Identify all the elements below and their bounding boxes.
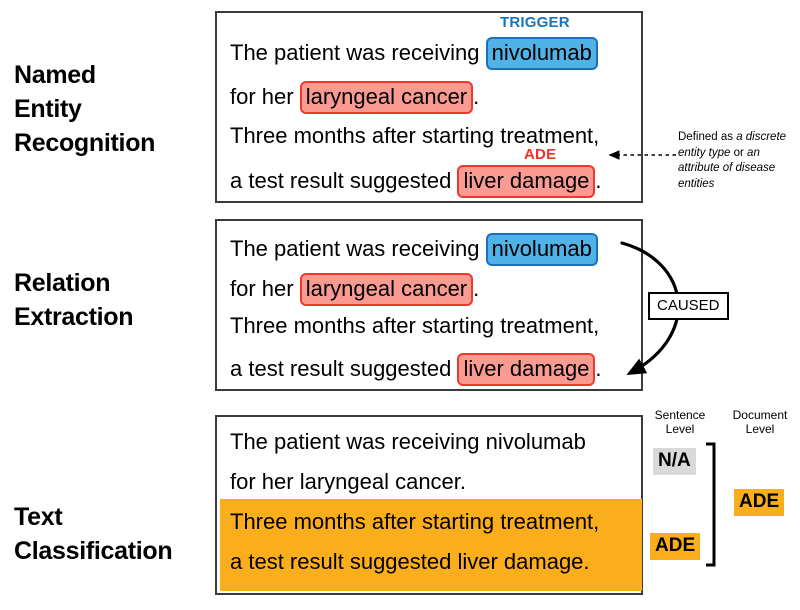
ner-sentence-line-4: a test result suggested liver damage. [230,165,602,198]
re-line2-period: . [473,276,480,301]
note-emphasis-entity-type: a discrete entity type [678,131,787,159]
ner-definition-note: Defined as a discrete entity type or an … [678,130,798,192]
re-sentence-line-2: for her laryngeal cancer. [230,273,479,306]
re-line2-text: for her [230,276,300,301]
note-emphasis-attribute: an attribute of disease entities [678,146,776,190]
relation-extraction-example-panel: The patient was receiving nivolumab for … [215,219,643,391]
ner-line2-period: . [473,84,480,109]
tc-sentence-line-2: for her laryngeal cancer. [230,469,467,494]
entity-chip-drug-nivolumab[interactable]: nivolumab [485,37,598,70]
ner-line2-text: for her [230,84,300,109]
annotation-tag-ade: ADE [524,146,557,163]
entity-chip-drug-nivolumab[interactable]: nivolumab [485,233,598,266]
task-label-text-classification: Text Classification [14,503,173,565]
ner-line4-text: a test result suggested [230,168,458,193]
ner-line1-text: The patient was receiving [230,40,486,65]
tc-sentence-line-1: The patient was receiving nivolumab [230,429,586,454]
column-header-document-level: Document Level [732,408,788,436]
re-line1-text: The patient was receiving [230,236,486,261]
ner-sentence-line-3: Three months after starting treatment, [230,123,600,148]
document-level-grouping-bracket [706,442,716,567]
tc-sentence-line-3: Three months after starting treatment, [230,509,600,534]
badge-sentence-level-na: N/A [653,448,696,475]
re-sentence-line-4: a test result suggested liver damage. [230,353,602,386]
entity-chip-ade-liver-damage[interactable]: liver damage [457,353,596,386]
tc-sentence-line-4: a test result suggested liver damage. [230,549,590,574]
re-line4-period: . [595,356,602,381]
entity-chip-disease-laryngeal-cancer[interactable]: laryngeal cancer [299,81,474,114]
entity-chip-disease-laryngeal-cancer[interactable]: laryngeal cancer [299,273,474,306]
note-mid: or [730,146,748,159]
re-sentence-line-3: Three months after starting treatment, [230,313,600,338]
ner-line4-period: . [595,168,602,193]
badge-sentence-level-ade: ADE [650,533,701,560]
ner-example-panel: The patient was receiving nivolumab for … [215,11,643,203]
note-intro: Defined as [678,131,737,143]
annotation-tag-trigger: TRIGGER [500,14,570,31]
text-classification-example-panel: The patient was receiving nivolumab for … [215,415,643,595]
column-header-sentence-level: Sentence Level [654,408,706,436]
relation-label-caused: CAUSED [648,292,729,320]
ner-sentence-line-2: for her laryngeal cancer. [230,81,479,114]
task-label-relation-extraction: Relation Extraction [14,269,134,331]
badge-document-level-ade: ADE [734,489,785,516]
sentence-highlight-block [220,499,642,591]
re-line4-text: a test result suggested [230,356,458,381]
entity-chip-ade-liver-damage[interactable]: liver damage [457,165,596,198]
re-sentence-line-1: The patient was receiving nivolumab [230,233,598,266]
task-label-named-entity-recognition: Named Entity Recognition [14,61,156,157]
ner-sentence-line-1: The patient was receiving nivolumab [230,37,598,70]
